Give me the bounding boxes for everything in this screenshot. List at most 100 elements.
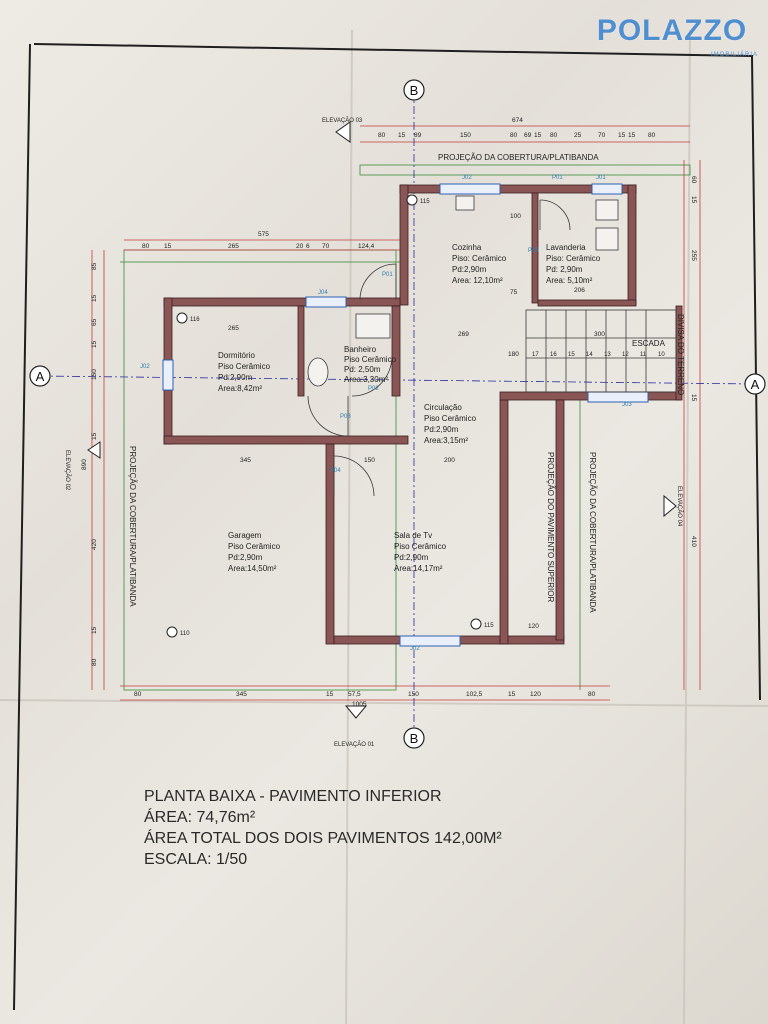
dimension-label: 265 [228,243,239,250]
terrain-boundary-label: DIVISA DO TERRENO [676,314,685,395]
level-markers [166,194,482,638]
plan-total-area: ÁREA TOTAL DOS DOIS PAVIMENTOS 142,00M² [144,830,502,847]
title-block: PLANTA BAIXA - PAVIMENTO INFERIOR ÁREA: … [144,786,564,870]
room-dormitorio: Dormitório Piso Cerâmico Pd:2,90m Area:8… [218,351,271,393]
dimension-label: 180 [508,351,519,358]
room-name: Sala de Tv [394,531,432,540]
axis-a-left-label: A [36,369,45,384]
dimension-label: 65 [91,318,98,326]
dimension-label: 15 [91,294,98,302]
level-label: 115 [484,623,494,629]
stair-label: ESCADA [632,339,666,348]
room-area: Area:3,30m² [344,375,388,384]
dimension-label: 674 [512,117,523,124]
dimension-label: 345 [236,691,247,698]
room-height: Pd:2,90m [394,553,429,562]
brand-tagline: IMOBILIÁRIA [710,52,758,58]
dimension-label: 75 [510,289,518,296]
opening-tag: J03 [622,402,632,408]
dimension-label: 255 [690,250,697,261]
axis-a-right-label: A [751,377,760,392]
stair-step-number: 14 [586,352,593,358]
opening-tag: J02 [462,175,472,181]
room-lavanderia: Lavanderia Piso: Cerâmico Pd: 2,90m Area… [546,243,601,285]
dimension-label: 80 [91,658,98,666]
dimension-label: 410 [690,536,697,547]
room-floor: Piso: Cerâmico [546,254,601,263]
room-name: Cozinha [452,243,482,252]
room-area: Area: 12,10m² [452,276,503,285]
axis-b-bottom-label: B [410,731,419,746]
level-label: 115 [420,199,430,205]
dimension-label: 15 [91,432,98,440]
room-area: Area:3,15m² [424,436,468,445]
level-label: 110 [180,631,190,637]
dimension-label: 1005 [352,701,367,708]
dimension-label: 300 [594,331,605,338]
room-cozinha: Cozinha Piso: Cerâmico Pd:2,90m Area: 12… [452,243,507,285]
axis-b-top-label: B [410,83,419,98]
opening-tag: J04 [318,290,328,296]
dimension-label: 25 [574,132,582,139]
dimension-label: 57,5 [348,691,361,698]
room-circulacao: Circulação Piso Cerâmico Pd:2,90m Area:3… [424,403,477,445]
stair-step-number: 10 [658,352,665,358]
level-label: 116 [190,317,200,323]
elevation-arrows [87,121,677,719]
room-name: Garagem [228,531,262,540]
dimension-label: 102,5 [466,691,483,698]
roof-projection-left-label: PROJEÇÃO DA COBERTURA/PLATIBANDA [128,446,137,607]
dimension-label: 80 [134,691,142,698]
dimension-label: 15 [91,340,98,348]
dimension-label: 200 [444,457,455,464]
dimension-label: 15 [326,691,334,698]
walls [163,184,683,645]
opening-tag: P04 [330,468,341,474]
room-sala-tv: Sala de Tv Piso Cerâmico Pd:2,90m Area:1… [394,531,447,573]
opening-tag: P01 [382,272,393,278]
dimension-label: 150 [364,457,375,464]
paper-folds [0,29,768,1024]
dimension-label: 15 [628,132,636,139]
dimension-label: 89 [414,132,422,139]
dimension-label: 120 [528,623,539,630]
dimension-label: 20 [296,243,304,250]
brand-logo: POLAZZO IMOBILIÁRIA [586,14,758,62]
axis-b-top-marker [403,79,425,101]
dimension-label: 15 [508,691,516,698]
sheet-border [13,43,761,1011]
room-height: Pd: 2,90m [546,265,583,274]
brand-name: POLAZZO [596,14,748,47]
room-floor: Piso: Cerâmico [452,254,507,263]
dimension-label: 80 [378,132,386,139]
room-area: Area:8,42m² [218,384,262,393]
elevation-03-label: ELEVAÇÃO 03 [322,117,363,124]
dimension-label: 70 [598,132,606,139]
elevation-02-label: ELEVAÇÃO 02 [64,450,71,491]
dimension-lines [91,125,701,701]
room-height: Pd:2,90m [218,373,253,382]
room-name: Circulação [424,403,462,412]
dimension-label: 420 [91,539,98,550]
dimension-label: 150 [91,369,98,380]
room-floor: Piso Cerâmico [228,542,281,551]
room-height: Pd:2,90m [228,553,263,562]
stair-step-number: 17 [532,352,539,358]
dimension-label: 80 [648,132,656,139]
room-name: Dormitório [218,351,255,360]
opening-tag: J02 [410,646,420,652]
room-banheiro: Banheiro Piso Cerâmico Pd: 2,50m Area:3,… [344,345,397,384]
dimension-label: 150 [408,691,419,698]
dimension-label: 6 [306,243,310,250]
room-height: Pd:2,90m [452,265,487,274]
room-height: Pd:2,90m [424,425,459,434]
opening-tag: P05 [528,248,539,254]
dimension-label: 15 [534,132,542,139]
dimension-label: 890 [81,459,88,470]
dimension-label: 15 [690,394,697,402]
plan-scale: ESCALA: 1/50 [144,851,248,868]
dimension-label: 80 [142,243,150,250]
plan-area: ÁREA: 74,76m² [144,809,256,826]
dimension-label: 80 [588,691,596,698]
